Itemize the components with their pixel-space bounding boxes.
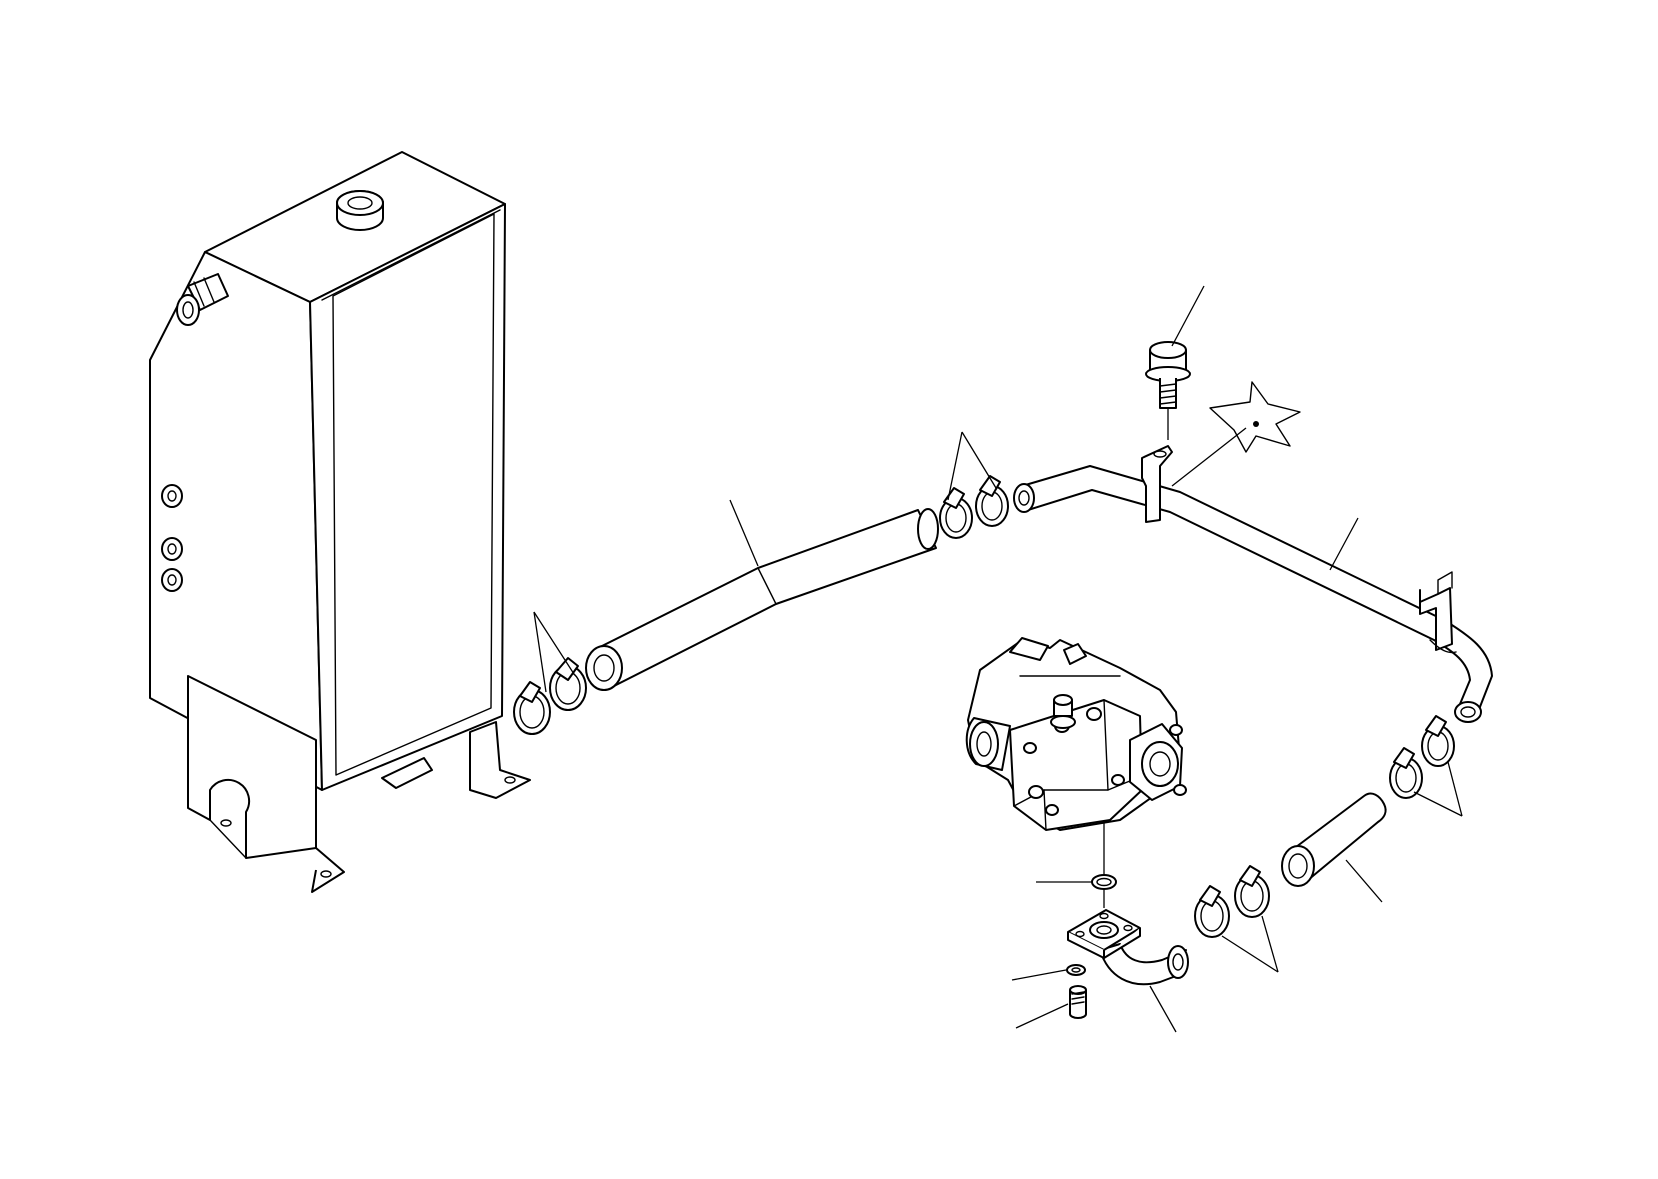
side-port-icon — [161, 484, 183, 592]
washer[interactable] — [1066, 964, 1086, 976]
hose-lower[interactable] — [1281, 792, 1387, 887]
filler-neck-icon — [336, 190, 384, 231]
elbow-hose[interactable] — [1099, 943, 1189, 986]
view-direction-icon — [1171, 381, 1301, 487]
o-ring[interactable] — [1091, 820, 1117, 908]
clamp-icon — [549, 657, 587, 711]
clamp-icon — [1389, 747, 1423, 799]
hose-clamp-pair-4[interactable] — [1194, 865, 1270, 938]
mount-bolt[interactable] — [1145, 341, 1191, 440]
inlet-fitting-icon — [176, 273, 229, 326]
tube-main[interactable] — [1013, 445, 1493, 723]
oil-cooler-radiator[interactable] — [149, 151, 531, 893]
clamp-icon — [1194, 885, 1230, 938]
mount-bracket-right — [469, 721, 531, 799]
flange-plate[interactable] — [1067, 909, 1141, 959]
clamp-icon — [1421, 715, 1455, 767]
leader-lines — [533, 285, 1463, 1033]
hose-clamp-pair-3[interactable] — [1389, 715, 1455, 799]
hose-clamp-pair-1[interactable] — [513, 657, 587, 735]
socket-bolt[interactable] — [1069, 985, 1087, 1019]
hydraulic-pump[interactable] — [965, 637, 1187, 831]
clamp-icon — [939, 487, 973, 539]
mount-bracket-left — [187, 675, 345, 893]
hose-upper[interactable] — [585, 508, 939, 691]
clamp-icon — [513, 681, 551, 735]
clamp-icon — [975, 475, 1009, 527]
hose-clamp-pair-2[interactable] — [939, 475, 1009, 539]
clamp-icon — [1234, 865, 1270, 918]
